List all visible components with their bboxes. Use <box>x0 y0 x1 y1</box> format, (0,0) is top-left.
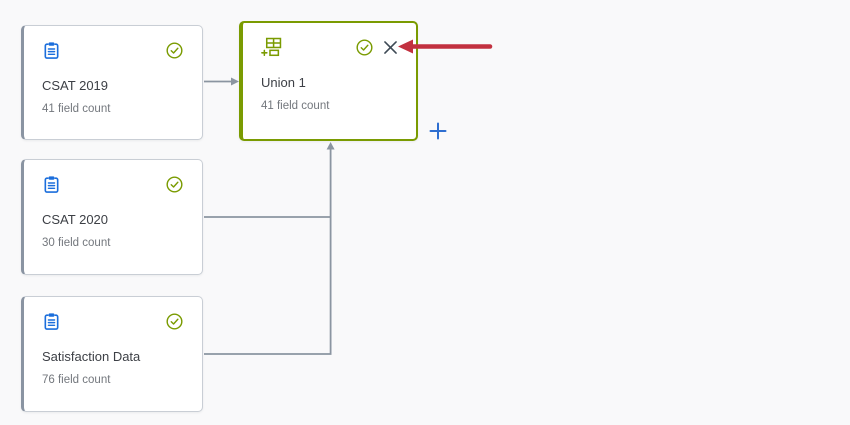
node-title: Union 1 <box>261 75 306 90</box>
node-title: CSAT 2019 <box>42 78 109 93</box>
check-circle-icon <box>165 175 184 194</box>
node-card-csat-2020[interactable]: CSAT 2020 30 field count <box>21 159 203 275</box>
connector-satisfaction-union <box>204 148 332 355</box>
arrowhead-right-icon <box>231 77 239 86</box>
node-card-satisfaction-data[interactable]: Satisfaction Data 76 field count <box>21 296 203 412</box>
clipboard-icon <box>42 175 61 194</box>
node-card-union-1[interactable]: Union 1 41 field count <box>239 21 418 141</box>
node-subtitle: 76 field count <box>42 374 111 386</box>
add-step-button[interactable] <box>429 122 447 140</box>
node-subtitle: 30 field count <box>42 237 111 249</box>
check-circle-icon <box>355 38 374 57</box>
clipboard-icon <box>42 312 61 331</box>
node-card-csat-2019[interactable]: CSAT 2019 41 field count <box>21 25 203 140</box>
node-subtitle: 41 field count <box>261 100 330 112</box>
arrowhead-up-icon <box>326 142 335 150</box>
plus-icon <box>429 122 447 140</box>
node-subtitle: 41 field count <box>42 103 111 115</box>
union-table-icon <box>261 37 282 57</box>
clipboard-icon <box>42 41 61 60</box>
close-icon[interactable] <box>383 40 398 55</box>
check-circle-icon <box>165 312 184 331</box>
check-circle-icon <box>165 41 184 60</box>
node-title: Satisfaction Data <box>42 349 141 364</box>
node-title: CSAT 2020 <box>42 212 109 227</box>
